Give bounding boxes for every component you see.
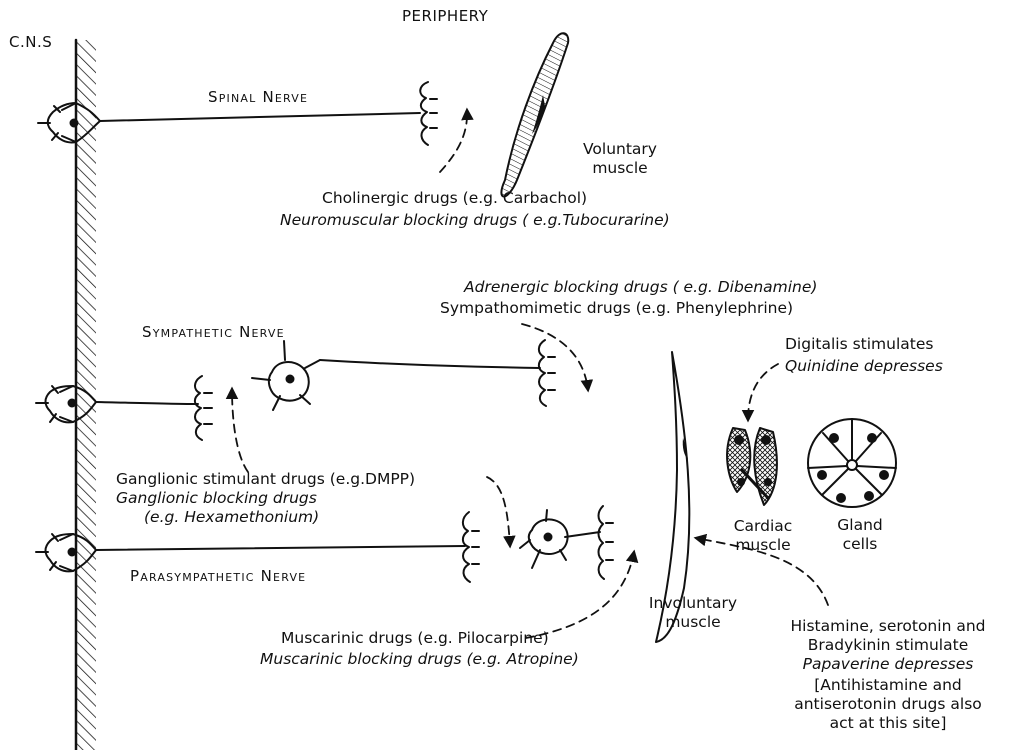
gland-cells	[808, 419, 896, 507]
adrenergic-blocking-drugs-text: Adrenergic blocking drugs ( e.g. Dibenam…	[440, 278, 817, 297]
parasympathetic-nerve-label: Parasympathetic Nerve	[130, 567, 306, 586]
bradykinin-text: Bradykinin stimulate	[758, 636, 1018, 655]
sympathetic-nerve-label: Sympathetic Nerve	[142, 323, 285, 342]
antihistamine-text: [Antihistamine and	[758, 676, 1018, 695]
adrenergic-drugs-label: Adrenergic blocking drugs ( e.g. Dibenam…	[440, 278, 817, 318]
cardiac-muscle-label-line-2: muscle	[718, 536, 808, 555]
gland-cells-label-line-1: Gland	[830, 516, 890, 535]
muscarinic-drugs-label: Muscarinic drugs (e.g. Pilocarpine) Musc…	[260, 629, 579, 669]
sympathomimetic-drugs-text: Sympathomimetic drugs (e.g. Phenylephrin…	[440, 299, 817, 318]
hexamethonium-text: (e.g. Hexamethonium)	[116, 508, 415, 527]
ganglionic-blocking-text: Ganglionic blocking drugs	[116, 489, 415, 508]
gland-cells-label: Gland cells	[830, 516, 890, 554]
voluntary-muscle-label: Voluntary muscle	[572, 140, 668, 178]
cardiac-drugs-label: Digitalis stimulates Quinidine depresses	[785, 335, 943, 376]
digitalis-text: Digitalis stimulates	[785, 335, 943, 354]
histamine-text: Histamine, serotonin and	[758, 617, 1018, 636]
muscarinic-blocking-text: Muscarinic blocking drugs (e.g. Atropine…	[260, 650, 579, 669]
sympathetic-nerve-row	[36, 340, 555, 440]
papaverine-text: Papaverine depresses	[758, 655, 1018, 674]
involuntary-muscle-label-line-1: Involuntary	[638, 594, 748, 613]
cardiac-muscle-label: Cardiac muscle	[718, 517, 808, 555]
ganglionic-drugs-label: Ganglionic stimulant drugs (e.g.DMPP) Ga…	[116, 470, 415, 527]
cns-wall	[76, 40, 96, 750]
voluntary-muscle-label-line-2: muscle	[572, 159, 668, 178]
cholinergic-drugs-text: Cholinergic drugs (e.g. Carbachol)	[280, 189, 670, 208]
neuromuscular-drugs-label: Cholinergic drugs (e.g. Carbachol) Neuro…	[280, 189, 670, 230]
cardiac-muscle	[727, 428, 777, 505]
neuromuscular-blocking-drugs-text: Neuromuscular blocking drugs ( e.g.Tuboc…	[280, 211, 670, 230]
gland-cells-label-line-2: cells	[830, 535, 890, 554]
quinidine-text: Quinidine depresses	[785, 357, 943, 376]
spinal-nerve-label: Spinal Nerve	[208, 88, 308, 107]
involuntary-muscle-label-line-2: muscle	[638, 613, 748, 632]
act-at-site-text: act at this site]	[758, 714, 1018, 733]
cns-label: C.N.S	[9, 33, 52, 52]
antiserotonin-text: antiserotonin drugs also	[758, 695, 1018, 714]
smooth-muscle-drugs-label: Histamine, serotonin and Bradykinin stim…	[758, 617, 1018, 733]
muscarinic-drugs-text: Muscarinic drugs (e.g. Pilocarpine)	[260, 629, 579, 648]
periphery-label: PERIPHERY	[402, 7, 488, 26]
voluntary-muscle-label-line-1: Voluntary	[572, 140, 668, 159]
voluntary-muscle-fibre	[501, 33, 568, 196]
ganglionic-stimulant-text: Ganglionic stimulant drugs (e.g.DMPP)	[116, 470, 415, 489]
involuntary-muscle-label: Involuntary muscle	[638, 594, 748, 632]
cardiac-muscle-label-line-1: Cardiac	[718, 517, 808, 536]
